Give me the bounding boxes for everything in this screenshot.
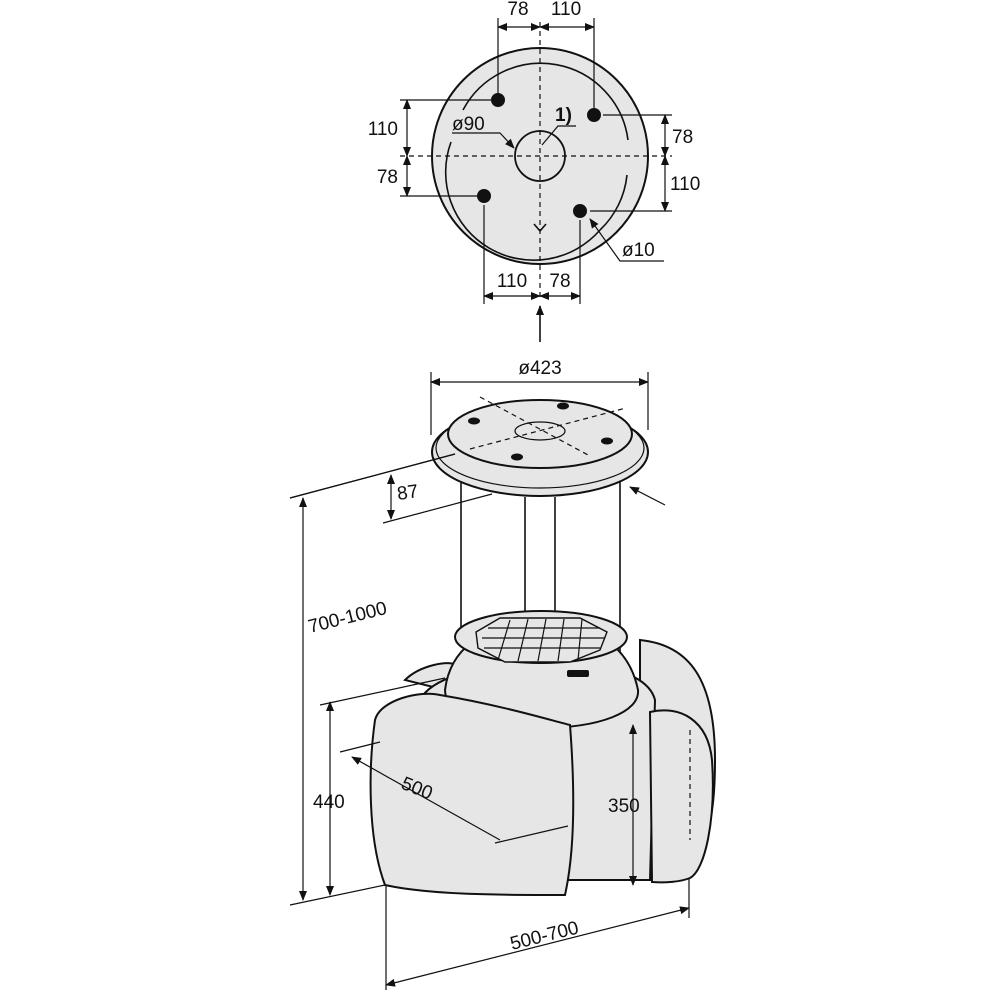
body-height: 440	[313, 792, 345, 813]
note-marker: 1)	[555, 105, 572, 126]
dim-right-upper: 78	[672, 127, 693, 148]
dim-left-upper: 110	[368, 119, 398, 140]
width-range: 500-700	[508, 918, 581, 955]
dim-left-lower: 78	[377, 167, 398, 188]
left-shell	[369, 692, 575, 897]
direction-chevron-icon	[533, 223, 547, 233]
control-panel	[567, 670, 589, 677]
top-view-ceiling-plate: 78 110 110 78 78 110 110 78 ø90 1) ø10	[368, 0, 700, 342]
dim-top-left: 78	[507, 0, 528, 20]
mount-hole-diameter: ø10	[622, 240, 655, 261]
dim-right-lower: 110	[670, 174, 700, 195]
dim-bottom-right: 78	[549, 271, 570, 292]
hood-body	[369, 610, 717, 897]
inner-height: 350	[608, 796, 640, 817]
dim-top-right: 110	[551, 0, 581, 20]
center-hole-diameter: ø90	[452, 114, 485, 135]
mount-hole	[573, 204, 587, 218]
inner-ring-lower	[444, 141, 601, 261]
plate-height: 87	[396, 481, 420, 505]
total-height-range: 700-1000	[306, 598, 389, 638]
ceiling-plate-perspective: ø423 87	[289, 358, 666, 677]
dim-bottom-left: 110	[497, 271, 527, 292]
inner-ring-upper	[462, 62, 629, 141]
plate-diameter: ø423	[518, 358, 561, 379]
